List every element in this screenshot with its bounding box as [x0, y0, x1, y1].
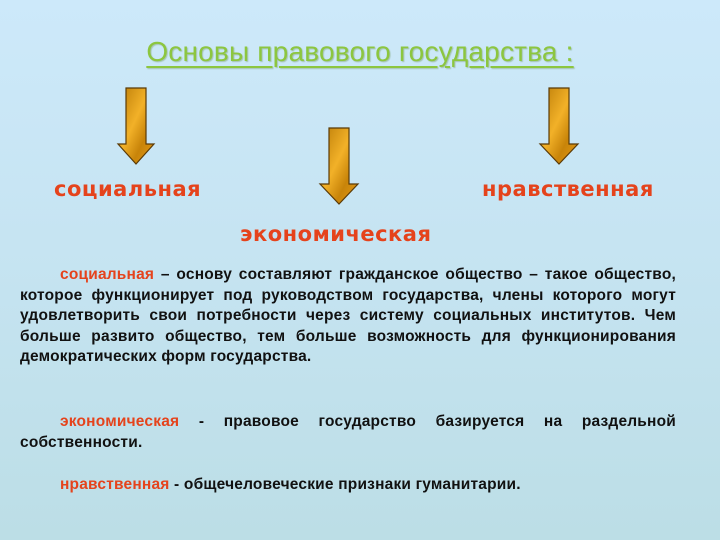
arrow-down-icon — [538, 87, 580, 165]
term-moral: нравственная — [60, 476, 170, 493]
definition-social: – основу составляют гражданское общество… — [20, 266, 676, 365]
paragraph-economic: экономическая - правовое государство баз… — [20, 412, 676, 453]
definition-economic: - правовое государство базируется на раз… — [20, 413, 676, 451]
paragraph-moral: нравственная - общечеловеческие признаки… — [20, 475, 676, 496]
arrow-down-icon — [116, 87, 156, 165]
paragraph-social: социальная – основу составляют гражданск… — [20, 265, 676, 368]
term-social: социальная — [60, 266, 155, 283]
keyword-social: социальная — [54, 177, 202, 201]
keyword-moral: нравственная — [482, 177, 654, 201]
keyword-economic: экономическая — [240, 222, 432, 246]
definition-moral: - общечеловеческие признаки гуманитарии. — [169, 476, 521, 493]
term-economic: экономическая — [60, 413, 180, 430]
slide-title: Основы правового государства : — [146, 36, 574, 67]
arrow-down-icon — [318, 127, 360, 205]
